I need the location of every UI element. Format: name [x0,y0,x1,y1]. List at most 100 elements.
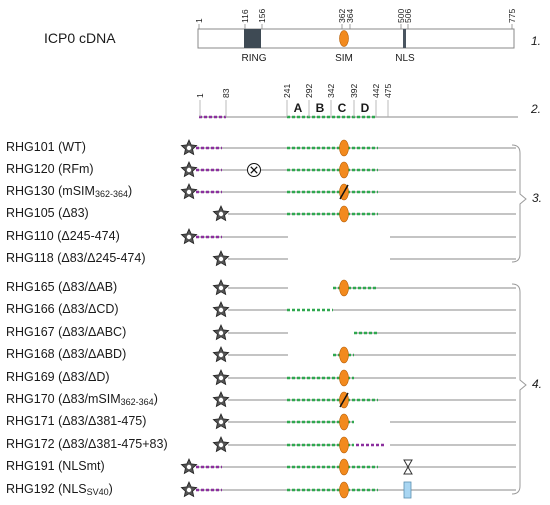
construct-name: RHG167 [6,325,55,339]
star-center [218,397,224,403]
construct-detail: (Δ83/Δ381-475) [58,414,147,428]
sim-marker [339,279,349,297]
ring-domain-label: RING [242,53,267,64]
construct-detail-end: ) [108,482,113,496]
sim-domain-marker [339,30,349,47]
nls-domain-label: NLS [395,53,415,64]
star-center [186,234,192,240]
construct-detail: (mSIM [58,184,95,198]
star-center [218,256,224,262]
construct-name: RHG171 [6,414,55,428]
construct-label: RHG172 (Δ83/Δ381-475+83) [6,437,168,451]
schematic-position-label: 292 [304,84,314,98]
construct-label: RHG169 (Δ83/ΔD) [6,370,110,384]
star-center [186,189,192,195]
cdna-position-label: 506 [403,9,413,23]
construct-name: RHG166 [6,302,55,316]
construct-detail: (Δ83/mSIM [58,392,121,406]
sim-marker [339,205,349,223]
schematic-position-label: 241 [282,84,292,98]
construct-name: RHG120 [6,162,55,176]
region-label-b: B [316,101,325,115]
star-center [186,167,192,173]
x-mark [250,166,258,174]
section-number: 1. [531,34,542,48]
construct-name: RHG191 [6,459,55,473]
sim-marker [339,369,349,387]
group-4-bracket [511,283,527,495]
construct-label: RHG105 (Δ83) [6,206,89,220]
star-center [186,145,192,151]
construct-detail: (Δ83/ΔABD) [58,347,127,361]
section-number: 3. [532,191,543,205]
sim-marker [339,413,349,431]
slash-icon [339,392,349,408]
schematic-position-label: 392 [349,84,359,98]
construct-label: RHG165 (Δ83/ΔAB) [6,280,117,294]
hourglass-x-icon [403,459,413,475]
construct-subscript: 362-364 [94,189,128,199]
nls-domain-box [403,29,406,48]
construct-label: RHG192 (NLSSV40) [6,482,113,499]
star-center [218,307,224,313]
cdna-position-label: 364 [345,9,355,23]
construct-detail: (NLS [58,482,87,496]
construct-label: RHG171 (Δ83/Δ381-475) [6,414,146,428]
star-center [218,375,224,381]
sim-marker [339,458,349,476]
schematic-position-label: 442 [371,84,381,98]
cdna-position-label: 362 [337,9,347,23]
construct-subscript: SV40 [86,487,109,497]
construct-name: RHG172 [6,437,55,451]
construct-name: RHG105 [6,206,55,220]
cdna-position-label: 156 [257,9,267,23]
cdna-position-label: 116 [240,9,250,23]
construct-detail: (Δ245-474) [57,229,120,243]
sim-marker [339,436,349,454]
star-center [218,419,224,425]
construct-detail: (RFm) [58,162,94,176]
construct-detail: (Δ83) [58,206,89,220]
nls-sv40-box [403,481,412,499]
construct-name: RHG165 [6,280,55,294]
cdna-bar [197,28,515,49]
construct-label: RHG166 (Δ83/ΔCD) [6,302,119,316]
sim-marker [339,481,349,499]
construct-label: RHG130 (mSIM362-364) [6,184,132,201]
sim-marker [339,161,349,179]
construct-label: RHG120 (RFm) [6,162,94,176]
construct-label: RHG168 (Δ83/ΔABD) [6,347,126,361]
construct-detail-end: ) [127,184,133,198]
construct-name: RHG101 [6,140,55,154]
construct-detail: (NLSmt) [58,459,105,473]
cdna-position-label: 500 [396,9,406,23]
schematic-position-label: 83 [221,88,231,98]
construct-detail: (Δ83/ΔAB) [58,280,118,294]
region-label-c: C [338,101,347,115]
construct-label: RHG170 (Δ83/mSIM362-364) [6,392,158,409]
construct-detail: (Δ83/ΔCD) [58,302,119,316]
construct-detail: (Δ83/Δ381-475+83) [58,437,168,451]
construct-label: RHG167 (Δ83/ΔABC) [6,325,126,339]
construct-detail: (Δ83/ΔD) [58,370,110,384]
cdna-position-label: 775 [507,9,517,23]
group-3-bracket [511,144,527,263]
construct-name: RHG170 [6,392,55,406]
sim-marker [339,346,349,364]
sim-marker [339,139,349,157]
section-number: 4. [532,377,543,391]
star-center [186,487,192,493]
construct-subscript: 362-364 [120,397,154,407]
construct-name: RHG168 [6,347,55,361]
cdna-title: ICP0 cDNA [44,30,116,46]
sim-domain-label: SIM [335,53,353,64]
construct-label: RHG110 (Δ245-474) [6,229,120,243]
schematic-position-label: 342 [326,84,336,98]
section-number: 2. [531,102,542,116]
slash-icon [339,184,349,200]
construct-name: RHG130 [6,184,55,198]
construct-name: RHG192 [6,482,55,496]
schematic-position-label: 1 [195,93,205,98]
